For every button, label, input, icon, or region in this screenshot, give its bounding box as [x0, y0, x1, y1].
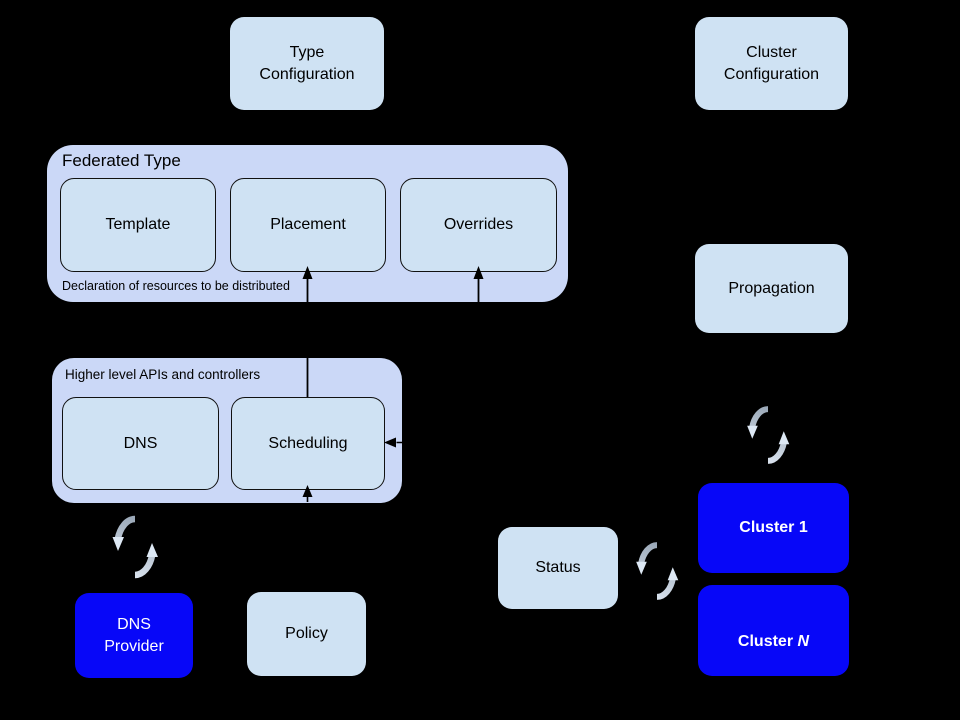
- cluster-1-box: Cluster 1: [698, 483, 849, 573]
- federated-type-caption: Declaration of resources to be distribut…: [62, 279, 290, 293]
- scheduling-box: Scheduling: [231, 397, 385, 490]
- dns-provider-box: DNS Provider: [75, 593, 193, 678]
- federated-type-title: Federated Type: [62, 151, 181, 170]
- sync-icon: [747, 406, 790, 464]
- dns-box: DNS: [62, 397, 219, 490]
- type-configuration-box: Type Configuration: [230, 17, 384, 110]
- overrides-box: Overrides: [400, 178, 557, 272]
- status-box: Status: [498, 527, 618, 609]
- policy-box: Policy: [247, 592, 366, 676]
- placement-box: Placement: [230, 178, 386, 272]
- sync-icon: [112, 515, 158, 579]
- propagation-box: Propagation: [695, 244, 848, 333]
- template-box: Template: [60, 178, 216, 272]
- cluster-n-box: Cluster N: [698, 585, 849, 676]
- cluster-n-label-suffix: N: [797, 632, 810, 650]
- cluster-n-label-prefix: Cluster: [737, 632, 798, 650]
- sync-icon: [636, 542, 679, 600]
- cluster-configuration-box: Cluster Configuration: [695, 17, 848, 110]
- higher-level-apis-title: Higher level APIs and controllers: [65, 367, 261, 382]
